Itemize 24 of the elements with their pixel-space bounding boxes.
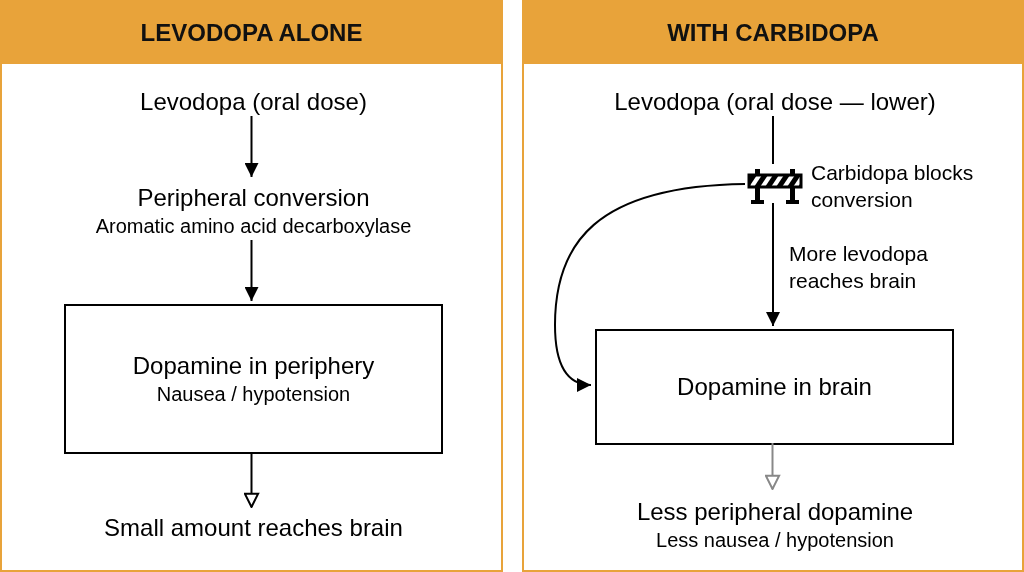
arrow xyxy=(764,442,781,490)
step-subtitle: Less nausea / hypotension xyxy=(656,528,894,553)
process-box xyxy=(64,304,443,454)
panel-header: WITH CARBIDOPA xyxy=(524,2,1022,64)
arrow xyxy=(766,202,780,327)
process-box xyxy=(595,329,954,445)
arrow xyxy=(554,183,746,391)
step-title: Levodopa (oral dose) xyxy=(140,87,367,117)
step-subtitle: Nausea / hypotension xyxy=(156,382,351,407)
step-title: Less peripheral dopamine xyxy=(636,497,914,527)
step-title: Dopamine in periphery xyxy=(132,351,375,381)
step-subtitle: Aromatic amino acid decarboxylase xyxy=(95,214,412,239)
step-title: Levodopa (oral dose — lower) xyxy=(614,87,936,117)
step-title: Small amount reaches brain xyxy=(104,513,403,543)
note-text: Carbidopa blocks conversion xyxy=(811,160,975,213)
panel xyxy=(522,0,1024,572)
panel xyxy=(0,0,503,572)
step-title: Dopamine in brain xyxy=(677,372,872,402)
arrow xyxy=(244,115,259,178)
arrow xyxy=(244,239,259,302)
step-title: Peripheral conversion xyxy=(137,183,370,213)
barrier-icon xyxy=(747,167,803,205)
panel-header: LEVODOPA ALONE xyxy=(2,2,501,64)
arrow xyxy=(243,451,260,508)
